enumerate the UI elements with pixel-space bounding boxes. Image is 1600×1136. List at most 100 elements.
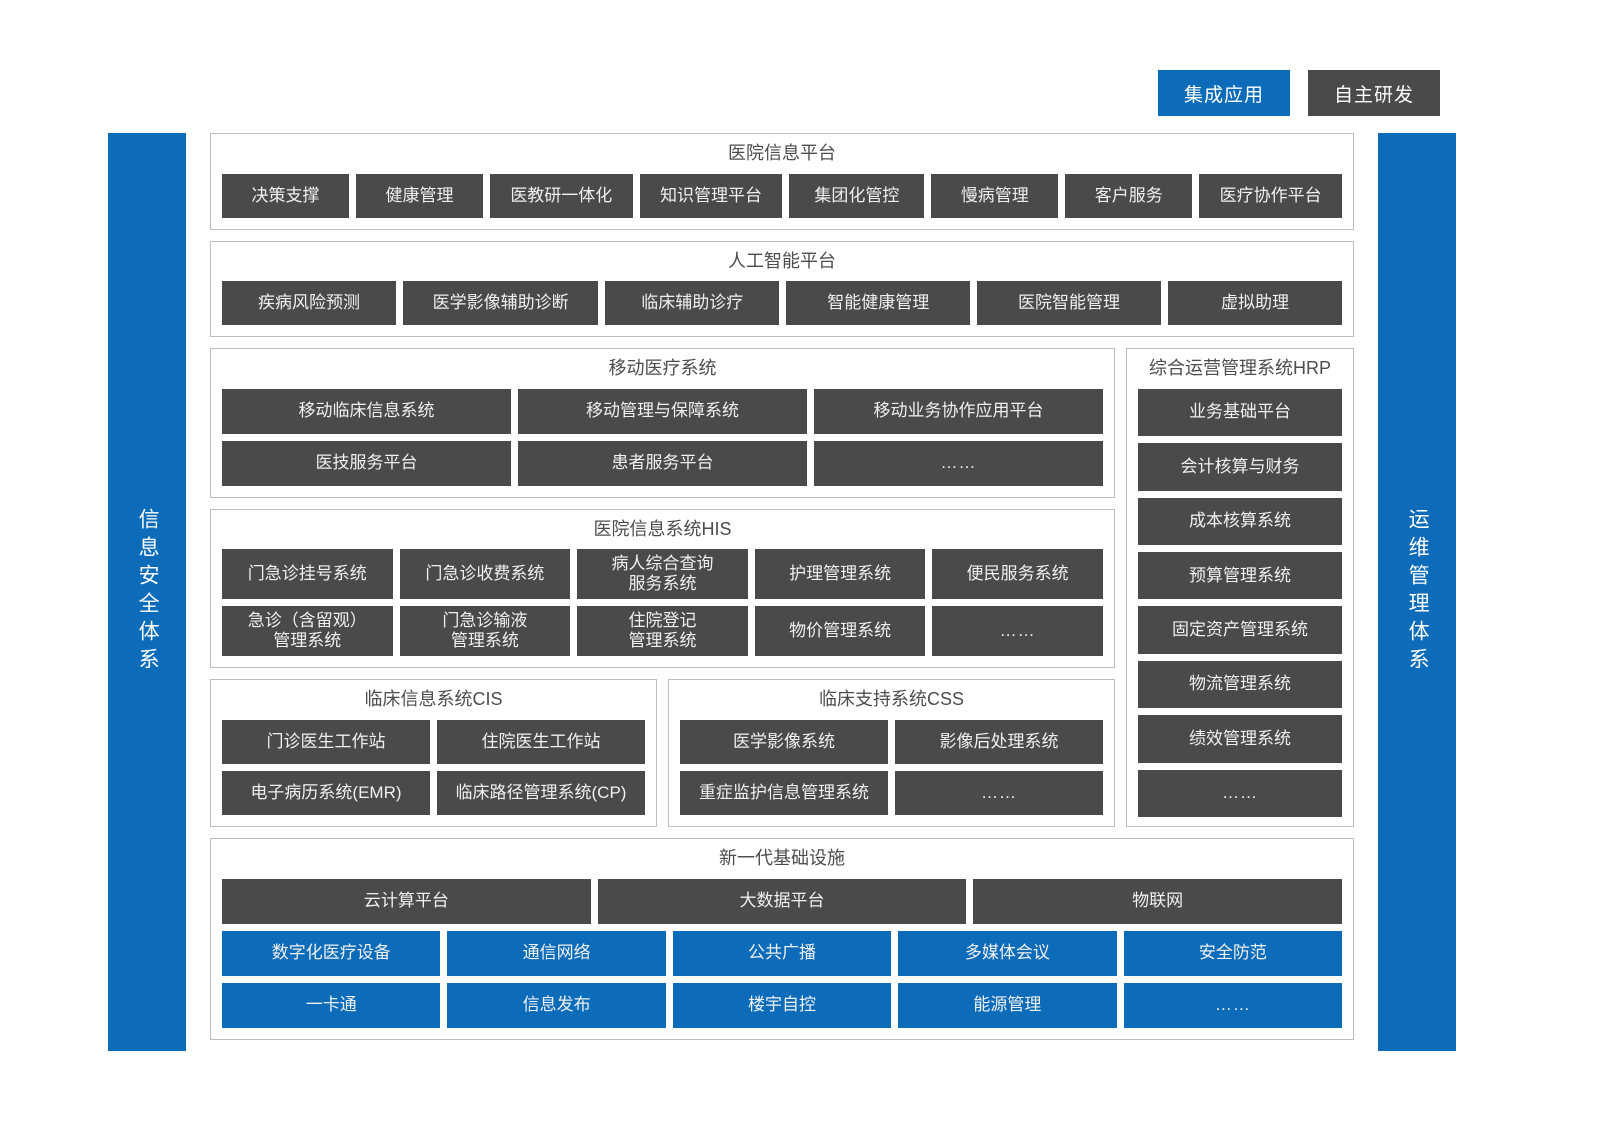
infrastructure-r2-item-1[interactable]: 信息发布 [447,982,666,1028]
infrastructure-r1-item-label-0: 数字化医疗设备 [271,943,391,963]
css-r0-item-0[interactable]: 医学影像系统 [680,719,888,764]
hospital-platform-item-6[interactable]: 客户服务 [1065,173,1193,218]
infrastructure-r1-item-2[interactable]: 公共广播 [672,930,892,976]
hospital-platform-item-1[interactable]: 健康管理 [355,173,483,218]
cis-r1-item-1[interactable]: 临床路径管理系统(CP) [437,770,645,815]
ai-platform-item-0[interactable]: 疾病风险预测 [222,281,397,326]
infrastructure-r0-item-2[interactable]: 物联网 [973,878,1343,924]
his-r1-item-label-1: 门急诊输液 管理系统 [442,611,528,651]
his-r1-item-label-3: 物价管理系统 [789,621,892,641]
css-r0-item-label-0: 医学影像系统 [733,731,835,751]
cis-r0-item-0[interactable]: 门诊医生工作站 [222,719,430,764]
cis-r1-item-label-1: 临床路径管理系统(CP) [455,782,627,802]
hrp-item-2[interactable]: 成本核算系统 [1138,497,1342,545]
ai-platform-item-1[interactable]: 医学影像辅助诊断 [403,281,599,326]
infrastructure-r1-item-4[interactable]: 安全防范 [1123,930,1343,976]
his-r0-item-4[interactable]: 便民服务系统 [932,549,1103,600]
hrp-item-1[interactable]: 会计核算与财务 [1138,443,1342,491]
his-r1-item-2[interactable]: 住院登记 管理系统 [577,606,748,657]
mobile-medical-row-0: 移动临床信息系统 移动管理与保障系统 移动业务协作应用平台 [222,388,1103,434]
his-r0-item-3[interactable]: 护理管理系统 [754,549,926,600]
infrastructure-r1-item-label-4: 安全防范 [1198,943,1267,963]
cis-rows: 门诊医生工作站住院医生工作站电子病历系统(EMR) 临床路径管理系统(CP) [222,719,645,815]
hospital-platform-item-0[interactable]: 决策支撑 [222,173,349,218]
infrastructure-r2-item-2[interactable]: 楼宇自控 [672,982,892,1028]
mobile-medical-r1-item-2[interactable]: …… [814,440,1103,486]
his-r0-item-2[interactable]: 病人综合查询 服务系统 [577,549,748,600]
panel-title-ai-platform: 人工智能平台 [728,250,836,271]
ai-platform-item-5[interactable]: 虚拟助理 [1167,281,1343,326]
panel-title-hospital-information-platform: 医院信息平台 [728,143,836,163]
hospital-platform-item-label-6: 客户服务 [1094,185,1163,205]
legend-label-integrated: 集成应用 [1183,84,1264,106]
css-r1-item-0[interactable]: 重症监护信息管理系统 [680,770,888,815]
hrp-item-6[interactable]: 绩效管理系统 [1138,715,1342,763]
ai-platform-item-4[interactable]: 医院智能管理 [977,281,1161,326]
hrp-item-label-1: 会计核算与财务 [1180,456,1300,476]
hospital-platform-item-3[interactable]: 知识管理平台 [639,173,783,218]
sidebar-right-operations-management: 运维管理体系 [1378,133,1456,1051]
infrastructure-r0-item-label-2: 物联网 [1132,891,1184,911]
infrastructure-rows: 云计算平台大数据平台 物联网数字化医疗设备 通信网络公共广播 多媒体会议 安全防范一卡通… [222,878,1343,1028]
panel-ai-platform: 人工智能平台 疾病风险预测 医学影像辅助诊断 临床辅助诊疗智能健康管理医院智能管理 虚… [210,240,1354,338]
cis-r1-item-0[interactable]: 电子病历系统(EMR) [222,770,430,815]
hospital-platform-item-2[interactable]: 医教研一体化 [489,173,633,218]
hospital-platform-item-label-3: 知识管理平台 [660,185,763,205]
hospital-platform-item-5[interactable]: 慢病管理 [931,173,1059,218]
his-r0-item-0[interactable]: 门急诊挂号系统 [222,549,393,600]
css-rows: 医学影像系统 影像后处理系统重症监护信息管理系统 …… [680,719,1103,815]
infrastructure-r2-item-0[interactable]: 一卡通 [222,982,441,1028]
his-r1-item-0[interactable]: 急诊（含留观） 管理系统 [222,606,393,657]
sidebar-left-label: 信息安全体系 [136,508,160,676]
css-r1-item-label-0: 重症监护信息管理系统 [699,782,869,802]
panel-his: 医院信息系统HIS 门急诊挂号系统门急诊收费系统病人综合查询 服务系统护理管理系… [210,508,1115,669]
legend-item-self-developed[interactable]: 自主研发 [1308,70,1440,116]
hrp-item-3[interactable]: 预算管理系统 [1138,552,1342,600]
ai-platform-item-label-5: 虚拟助理 [1220,293,1289,313]
hospital-platform-row: 决策支撑健康管理医教研一体化 知识管理平台 集团化管控慢病管理 客户服务 医疗协作平台 [222,173,1342,218]
legend-label-self-developed: 自主研发 [1333,84,1414,106]
mobile-medical-r1-item-1[interactable]: 患者服务平台 [518,440,807,486]
infrastructure-row-1: 数字化医疗设备 通信网络公共广播 多媒体会议 安全防范 [222,930,1343,976]
infrastructure-r0-item-1[interactable]: 大数据平台 [597,878,967,924]
infrastructure-r1-item-1[interactable]: 通信网络 [447,930,666,976]
mobile-medical-r1-item-0[interactable]: 医技服务平台 [222,440,511,486]
css-r1-item-1[interactable]: …… [895,770,1103,815]
infrastructure-r1-item-0[interactable]: 数字化医疗设备 [222,930,441,976]
cis-r0-item-1[interactable]: 住院医生工作站 [437,719,645,764]
legend-item-integrated[interactable]: 集成应用 [1158,70,1290,116]
hrp-item-0[interactable]: 业务基础平台 [1138,388,1342,437]
his-r1-item-4[interactable]: …… [932,606,1103,657]
cis-row-0: 门诊医生工作站住院医生工作站 [222,719,645,764]
hospital-platform-item-7[interactable]: 医疗协作平台 [1199,173,1342,218]
his-r0-item-1[interactable]: 门急诊收费系统 [399,549,571,600]
panel-title-hrp: 综合运营管理系统HRP [1148,358,1331,379]
mobile-medical-r0-item-2[interactable]: 移动业务协作应用平台 [814,388,1103,434]
his-r0-item-label-1: 门急诊收费系统 [425,564,545,584]
panel-hospital-information-platform: 医院信息平台 决策支撑健康管理医教研一体化 知识管理平台 集团化管控慢病管理 客户服务… [210,133,1354,230]
hrp-item-label-2: 成本核算系统 [1189,511,1291,531]
his-r1-item-3[interactable]: 物价管理系统 [754,606,926,657]
hrp-item-7[interactable]: …… [1138,769,1342,818]
css-r0-item-1[interactable]: 影像后处理系统 [895,719,1103,764]
hrp-item-4[interactable]: 固定资产管理系统 [1138,606,1342,654]
css-r0-item-label-1: 影像后处理系统 [939,731,1059,751]
hospital-platform-item-4[interactable]: 集团化管控 [789,173,925,218]
infrastructure-r1-item-3[interactable]: 多媒体会议 [898,930,1117,976]
diagram-center-column: 医院信息平台 决策支撑健康管理医教研一体化 知识管理平台 集团化管控慢病管理 客户服务… [210,133,1354,1051]
infrastructure-r2-item-label-0: 一卡通 [305,995,357,1015]
infrastructure-r1-item-label-3: 多媒体会议 [964,943,1050,963]
ai-platform-item-2[interactable]: 临床辅助诊疗 [605,281,780,326]
mobile-medical-r0-item-0[interactable]: 移动临床信息系统 [222,388,511,434]
ai-platform-item-3[interactable]: 智能健康管理 [786,281,971,326]
his-r1-item-1[interactable]: 门急诊输液 管理系统 [399,606,571,657]
hrp-item-5[interactable]: 物流管理系统 [1138,660,1342,709]
infrastructure-r2-item-3[interactable]: 能源管理 [898,982,1117,1028]
mobile-medical-r0-item-1[interactable]: 移动管理与保障系统 [518,388,807,434]
mobile-medical-r0-item-label-1: 移动管理与保障系统 [586,401,739,421]
infrastructure-r0-item-0[interactable]: 云计算平台 [222,878,591,924]
hrp-item-label-7: …… [1222,783,1258,803]
infrastructure-r2-item-4[interactable]: …… [1123,982,1343,1028]
his-row-0: 门急诊挂号系统 门急诊收费系统 病人综合查询 服务系统护理管理系统便民服务系统 [222,549,1103,600]
ai-platform-item-label-1: 医学影像辅助诊断 [432,293,569,313]
